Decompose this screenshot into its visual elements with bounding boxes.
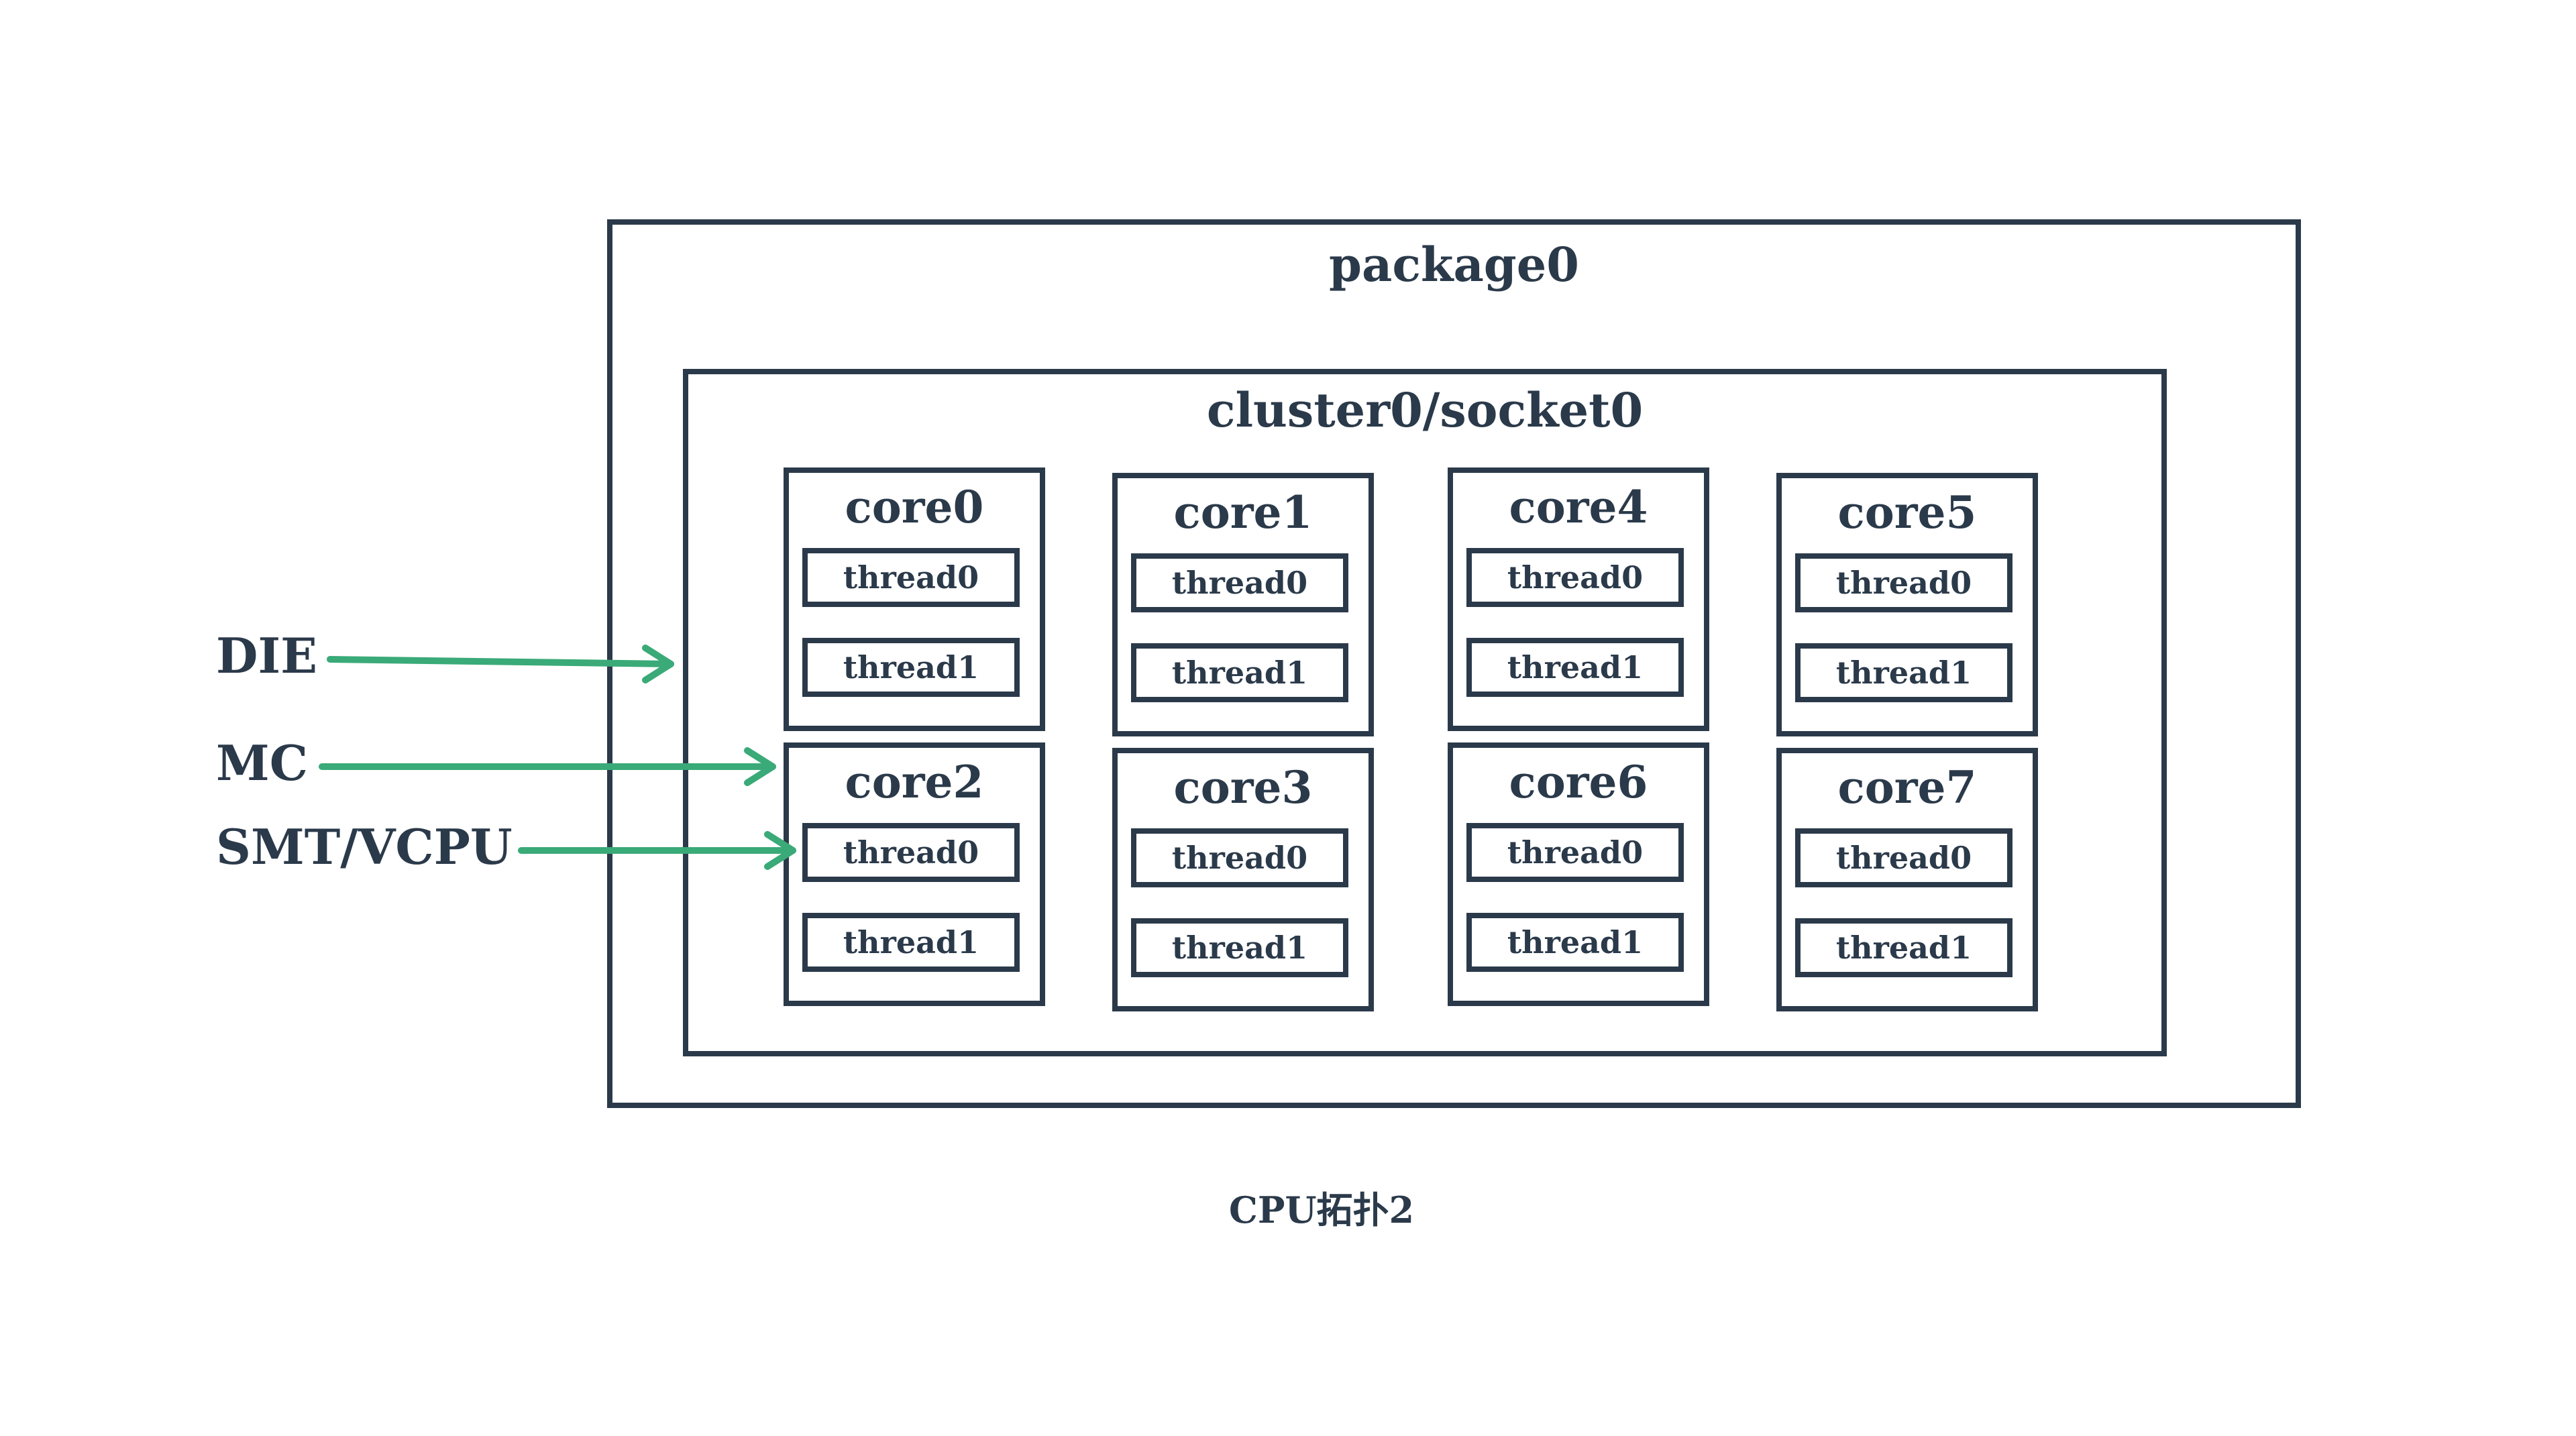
- thread-box: thread0: [1131, 553, 1348, 612]
- thread-box: thread1: [1466, 638, 1684, 697]
- core-label: core0: [845, 481, 984, 533]
- thread-box: thread0: [802, 823, 1020, 882]
- thread-box: thread1: [1795, 918, 2012, 977]
- thread-box: thread1: [1795, 643, 2012, 702]
- level-label-mc: MC: [216, 734, 309, 791]
- thread-box: thread0: [1795, 828, 2012, 887]
- core-box: core5 thread0 thread1: [1776, 473, 2038, 736]
- thread-box: thread1: [1131, 643, 1348, 702]
- core-label: core1: [1173, 486, 1313, 539]
- core-box: core6 thread0 thread1: [1448, 742, 1709, 1006]
- thread-box: thread1: [802, 638, 1020, 697]
- core-box: core0 thread0 thread1: [784, 467, 1045, 731]
- figure-caption: CPU拓扑2: [1228, 1189, 1415, 1231]
- core-box: core4 thread0 thread1: [1448, 467, 1709, 731]
- thread-box: thread0: [1466, 548, 1684, 607]
- thread-box: thread1: [802, 913, 1020, 972]
- cluster-label: cluster0/socket0: [1206, 382, 1644, 438]
- level-label-die: DIE: [216, 627, 317, 684]
- core-label: core5: [1837, 486, 1977, 539]
- thread-box: thread0: [802, 548, 1020, 607]
- core-box: core1 thread0 thread1: [1112, 473, 1374, 736]
- core-label: core3: [1173, 761, 1313, 814]
- level-label-smt: SMT/VCPU: [216, 818, 513, 875]
- core-label: core2: [845, 756, 984, 808]
- core-box: core3 thread0 thread1: [1112, 748, 1374, 1011]
- thread-box: thread0: [1131, 828, 1348, 887]
- thread-box: thread1: [1131, 918, 1348, 977]
- thread-box: thread0: [1795, 553, 2012, 612]
- thread-box: thread1: [1466, 913, 1684, 972]
- die-arrow: [327, 645, 674, 683]
- mc-arrow: [319, 747, 776, 786]
- smt-arrow: [518, 831, 796, 870]
- core-label: core6: [1509, 756, 1648, 808]
- core-label: core7: [1837, 761, 1977, 814]
- core-label: core4: [1509, 481, 1648, 533]
- core-box: core7 thread0 thread1: [1776, 748, 2038, 1011]
- thread-box: thread0: [1466, 823, 1684, 882]
- package-label: package0: [1329, 237, 1579, 292]
- core-box: core2 thread0 thread1: [784, 742, 1045, 1006]
